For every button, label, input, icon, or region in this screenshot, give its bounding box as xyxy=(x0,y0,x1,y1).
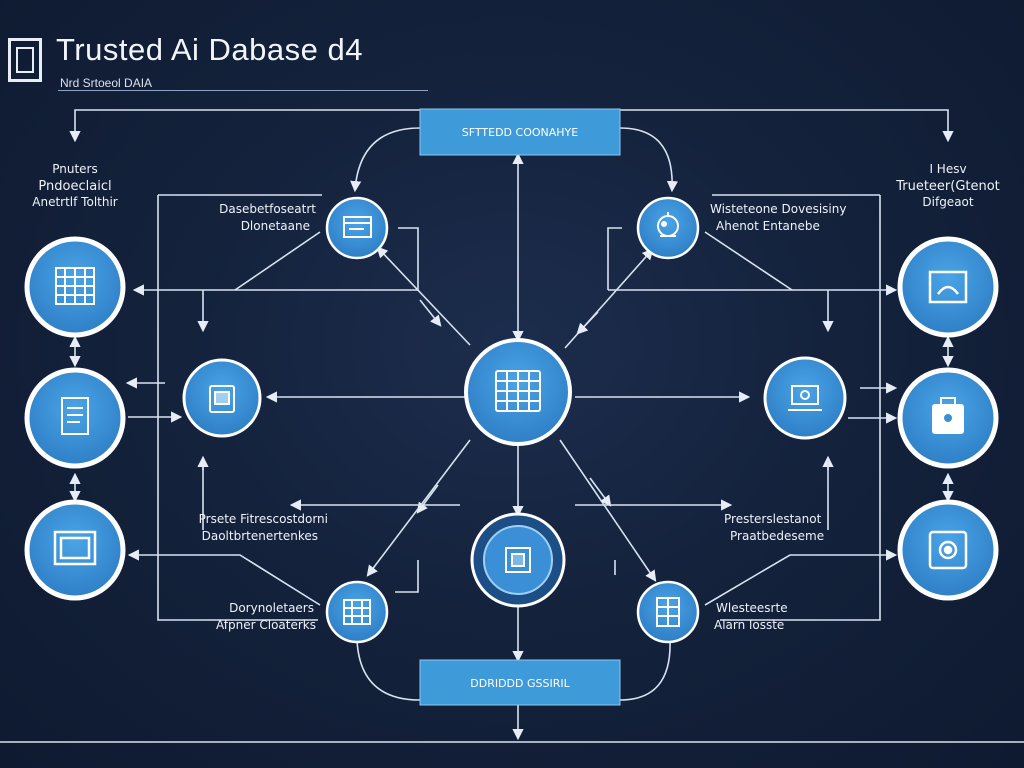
label-left-top-line-1: Pnuters xyxy=(52,162,98,176)
network-board-icon xyxy=(343,599,371,625)
connector-diag-tr-arrow xyxy=(576,311,599,335)
connector-diag-br-arrow xyxy=(589,477,612,507)
connector-lines xyxy=(0,109,1024,743)
label-inner-top-left: Dasebetfoseatrt Dlonetaane xyxy=(219,202,316,233)
inner-node-bottom-right xyxy=(636,580,700,644)
label-bottom-left: Dorynoletaers Afpner Cloaterks xyxy=(216,601,316,632)
data-grid-icon xyxy=(495,370,541,412)
label-inner-top-right: Wisteteone Dovesisiny Ahenot Entanebe xyxy=(710,202,846,233)
outer-node-left-3 xyxy=(24,499,126,601)
connector-bl-notch xyxy=(395,560,419,593)
label-left-top: Pnuters Pndoeclaicl Anetrtlf Tolthir xyxy=(32,162,118,209)
secure-node xyxy=(470,512,566,608)
connector-diag-tl xyxy=(376,246,471,346)
connector-curve-bottom-left xyxy=(356,639,421,701)
label-left-top-line-3: Anetrtlf Tolthir xyxy=(32,195,118,209)
label-right-top: I Hesv Trueteer(Gtenot Difgeaot xyxy=(895,162,1000,209)
connector-curve-top-left xyxy=(350,127,421,193)
connector-top-left-bracket xyxy=(69,109,420,143)
label-left-top-line-2: Pndoeclaicl xyxy=(38,179,111,194)
label-middle-left-line-1: Prsete Fitrescostdorni xyxy=(199,512,328,526)
grid-panel-icon xyxy=(55,267,95,305)
hub-node xyxy=(464,338,572,446)
inner-node-mid-right xyxy=(763,356,847,440)
label-right-top-line-1: I Hesv xyxy=(929,162,966,176)
display-icon xyxy=(928,270,968,304)
connector-curve-bottom-right xyxy=(619,639,671,701)
workstation-icon xyxy=(788,385,822,411)
connector-diag-br xyxy=(559,439,657,582)
logo-icon xyxy=(8,38,42,82)
label-bottom-left-line-1: Dorynoletaers xyxy=(229,601,314,615)
monitor-icon xyxy=(53,530,97,566)
outer-node-left-2 xyxy=(24,367,126,469)
bottom-box-label: DDRIDDD GSSIRIL xyxy=(470,677,570,690)
label-inner-top-right-line-2: Ahenot Entanebe xyxy=(716,219,820,233)
connector-diag-bl-arrow xyxy=(416,484,439,514)
label-middle-left: Prsete Fitrescostdorni Daoltbrtenertenke… xyxy=(199,512,328,543)
page-subtitle: Nrd Srtoeol DAIA xyxy=(60,76,153,90)
connector-itr-out xyxy=(704,231,793,291)
connector-bl-out xyxy=(127,549,321,606)
subtitle-rule xyxy=(58,90,428,91)
outer-node-right-2 xyxy=(897,367,999,469)
document-icon xyxy=(61,397,89,435)
ai-head-icon xyxy=(657,212,679,237)
outer-node-left-1 xyxy=(24,236,126,338)
server-rack-icon xyxy=(656,597,680,627)
bottom-box: DDRIDDD GSSIRIL xyxy=(419,659,621,706)
page-title: Trusted Ai Dabase d4 xyxy=(56,32,363,67)
inner-node-top-right xyxy=(636,196,700,260)
connector-itl-out xyxy=(234,231,321,291)
connector-diag-bl xyxy=(366,439,471,577)
connector-frame-left xyxy=(157,195,318,621)
inner-node-top-left xyxy=(325,196,389,260)
label-middle-left-line-2: Daoltbrtenertenkes xyxy=(202,529,318,543)
label-right-top-line-3: Difgeaot xyxy=(922,195,973,209)
label-right-top-line-2: Trueteer(Gtenot xyxy=(895,179,1000,194)
outer-node-right-1 xyxy=(897,236,999,338)
label-inner-top-left-line-1: Dasebetfoseatrt xyxy=(219,202,316,216)
connector-curve-top-right xyxy=(619,127,679,193)
connector-itr-notch xyxy=(607,227,622,290)
top-box-label: SFTTEDD COONAHYE xyxy=(462,126,578,139)
label-bottom-right-line-2: Alarn losste xyxy=(714,618,784,632)
connector-diag-tl-arrow xyxy=(419,299,442,327)
target-icon xyxy=(928,530,968,570)
connector-itl-notch xyxy=(398,227,419,290)
connector-br-out xyxy=(704,549,898,606)
label-bottom-right: Wlesteesrte Alarn losste xyxy=(714,601,788,632)
label-inner-top-left-line-2: Dlonetaane xyxy=(241,219,310,233)
label-bottom-left-line-2: Afpner Cloaterks xyxy=(216,618,316,632)
label-middle-right-line-2: Praatbedeseme xyxy=(730,529,824,543)
briefcase-icon xyxy=(932,397,964,434)
inner-node-mid-left xyxy=(182,358,262,438)
label-bottom-right-line-1: Wlesteesrte xyxy=(716,601,788,615)
label-middle-right-line-1: Presterslestanot xyxy=(724,512,822,526)
chip-icon xyxy=(505,547,531,573)
browser-window-icon xyxy=(343,216,372,238)
inner-node-bottom-left xyxy=(325,580,389,644)
device-icon xyxy=(209,385,235,413)
connector-top-right-bracket xyxy=(620,109,954,143)
label-middle-right: Presterslestanot Praatbedeseme xyxy=(724,512,824,543)
outer-node-right-3 xyxy=(897,499,999,601)
connector-frame-right xyxy=(720,195,881,621)
top-box: SFTTEDD COONAHYE xyxy=(419,108,621,156)
label-inner-top-right-line-1: Wisteteone Dovesisiny xyxy=(710,202,846,216)
